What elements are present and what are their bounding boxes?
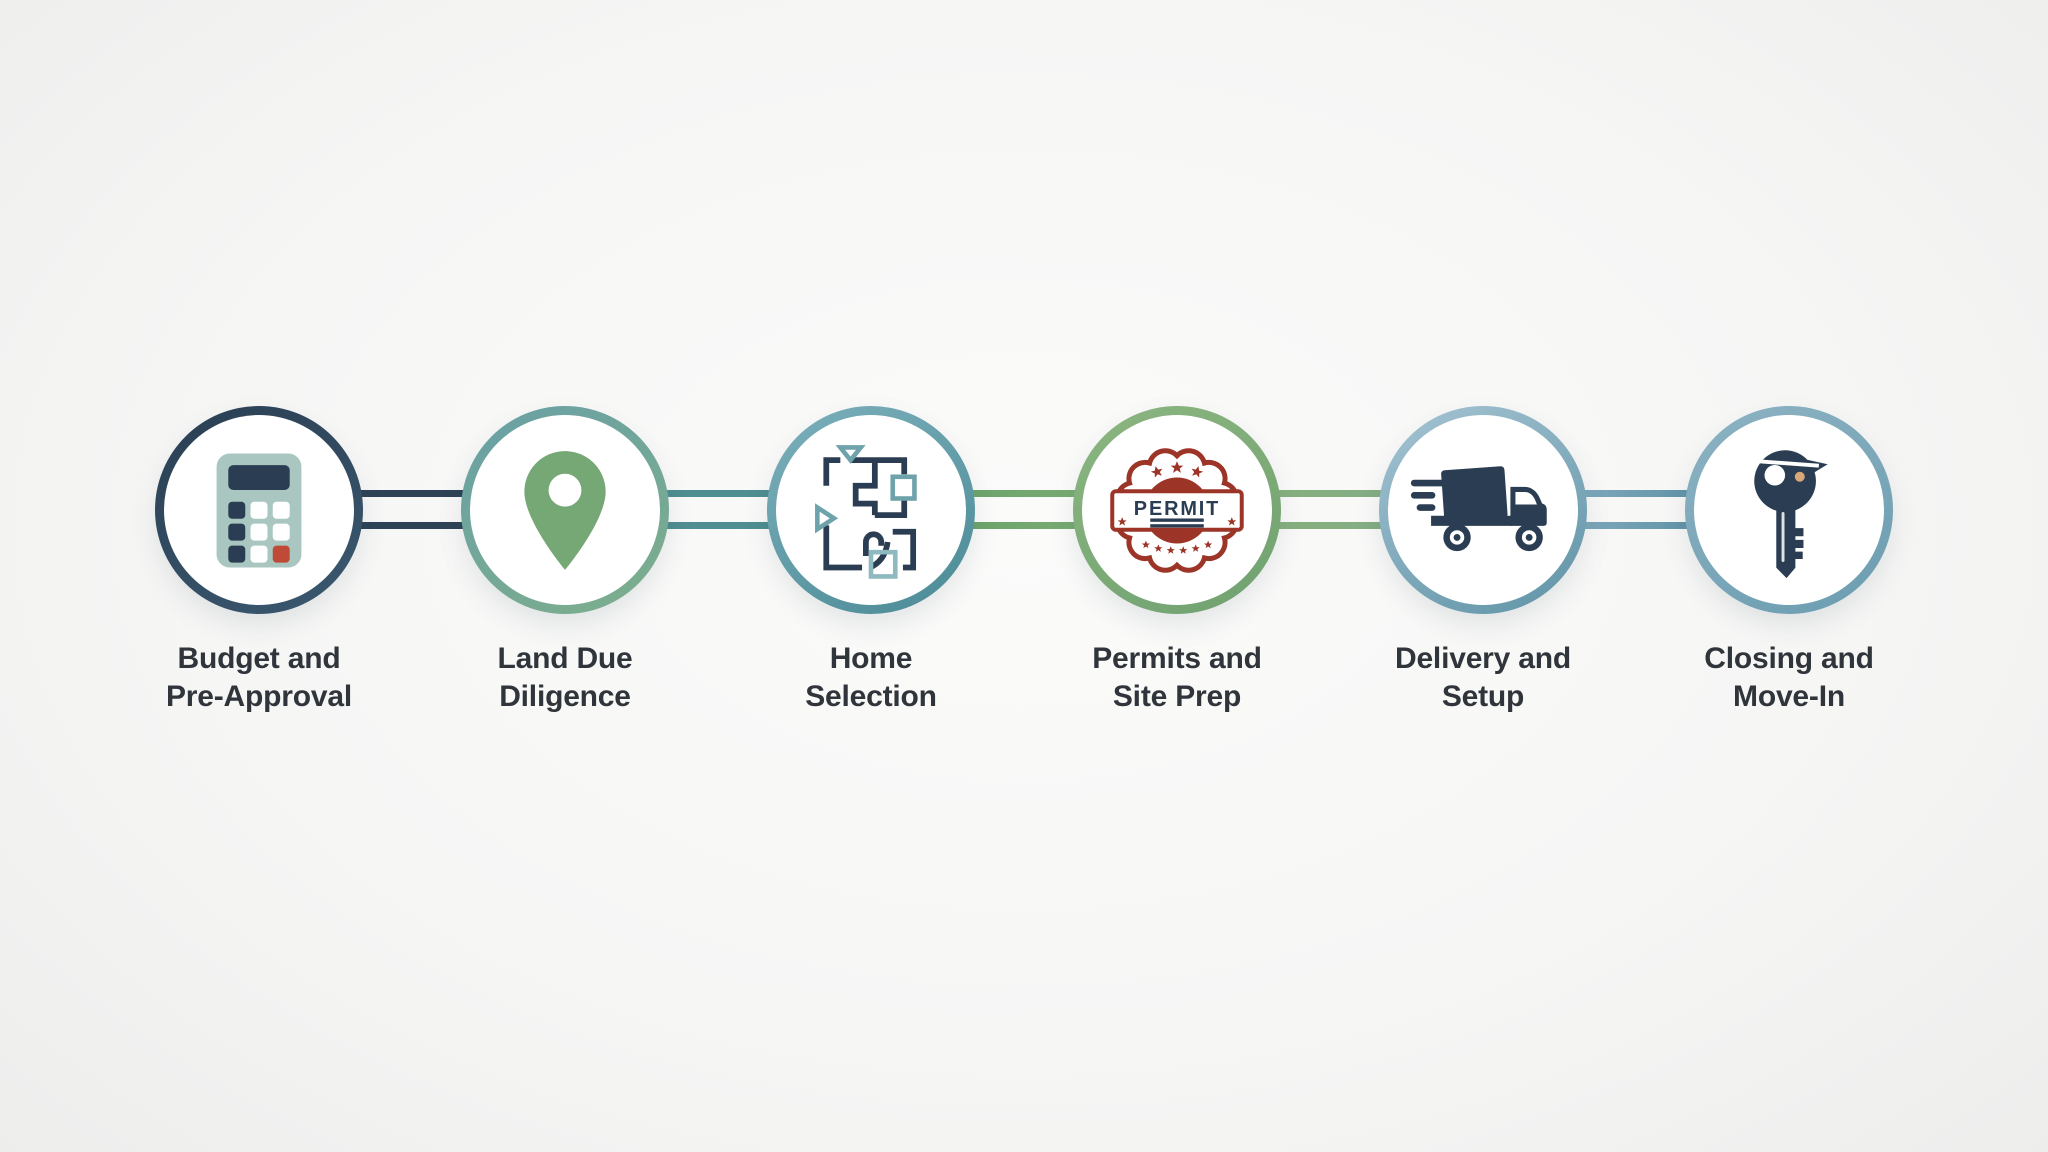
floor-plan-icon [815,445,917,579]
connector-1-2 [353,490,471,529]
process-timeline: Budget and Pre-Approval Land Due Diligen… [106,406,1942,836]
connector-top-bar [1577,490,1695,497]
step-circle [1379,406,1587,614]
step-circle [155,406,363,614]
step-land-due-diligence: Land Due Diligence [412,406,718,836]
connector-bottom-bar [1271,522,1389,529]
step-label-line: Delivery and [1394,642,1572,675]
step-label-line: Move-In [1733,680,1845,713]
step-budget-and-pre-approval: Budget and Pre-Approval [106,406,412,836]
calculator-icon [216,452,302,568]
connector-bottom-bar [1577,522,1695,529]
step-home-selection: Home Selection [718,406,1024,836]
step-label: Delivery and Setup [1395,640,1571,716]
connector-3-4 [965,490,1083,529]
step-label-line: Setup [1441,680,1525,713]
connector-bottom-bar [353,522,471,529]
connector-bottom-bar [965,522,1083,529]
step-label: Land Due Diligence [497,640,632,716]
step-label-line: Site Prep [1112,680,1242,713]
map-pin-icon [524,450,606,570]
step-circle-face [776,415,966,605]
connector-4-5 [1271,490,1389,529]
connector-top-bar [659,490,777,497]
step-circle [461,406,669,614]
connector-2-3 [659,490,777,529]
step-label: Permits and Site Prep [1092,640,1262,716]
step-permits-and-site-prep: PERMIT [1024,406,1330,836]
step-circle-face [470,415,660,605]
step-label: Home Selection [805,640,937,716]
step-label-line: Pre-Approval [166,680,352,713]
step-circle: PERMIT [1073,406,1281,614]
key-icon [1753,449,1828,578]
connector-bottom-bar [659,522,777,529]
step-circle-face [1388,415,1578,605]
step-label-line: Selection [805,680,937,713]
step-circle-face: PERMIT [1082,415,1272,605]
step-label-line: Permits and [1092,642,1262,675]
step-closing-and-move-in: Closing and Move-In [1636,406,1942,836]
step-circle-face [164,415,354,605]
step-circle [1685,406,1893,614]
step-label-line: Diligence [499,680,631,713]
step-label-line: Closing and [1704,642,1874,675]
connector-top-bar [353,490,471,497]
step-label-line: Home [829,642,913,675]
step-delivery-and-setup: Delivery and Setup [1330,406,1636,836]
step-label-line: Budget and [177,642,341,675]
permit-stamp-icon: PERMIT [1110,447,1244,573]
connector-5-6 [1577,490,1695,529]
step-circle [767,406,975,614]
step-circle-face [1694,415,1884,605]
connector-top-bar [1271,490,1389,497]
step-label-line: Land Due [497,642,633,675]
step-label: Budget and Pre-Approval [166,640,352,716]
delivery-truck-icon [1410,466,1547,552]
permit-badge-text: PERMIT [1134,497,1220,519]
connector-top-bar [965,490,1083,497]
step-label: Closing and Move-In [1704,640,1874,716]
